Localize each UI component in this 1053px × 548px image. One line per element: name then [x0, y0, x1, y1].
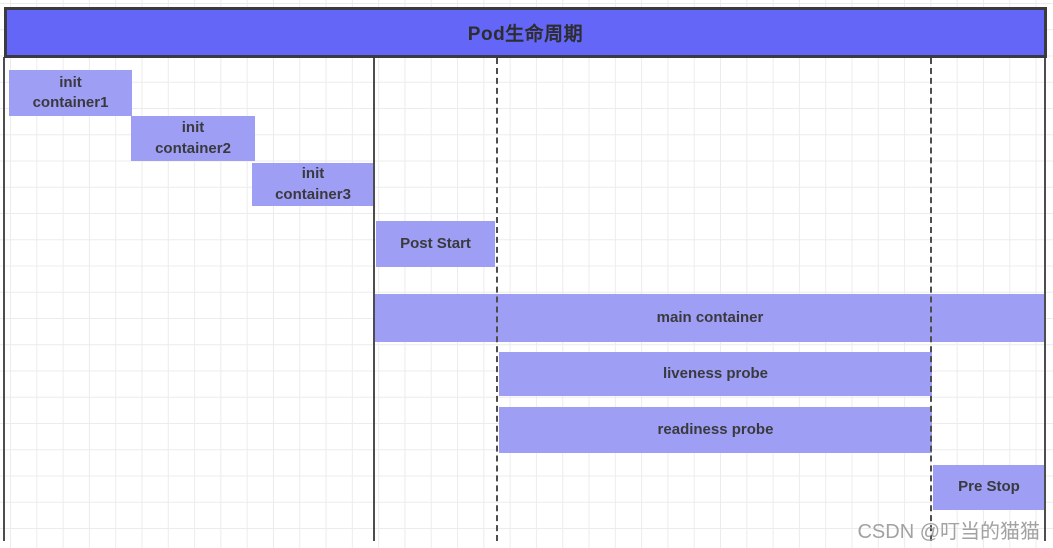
bar-readiness-probe: readiness probe: [499, 407, 932, 453]
bar-main-container: main container: [375, 294, 1045, 342]
right-axis-line: [1044, 57, 1046, 541]
bar-init-container2-label: init container2: [155, 119, 231, 157]
bar-main-container-label: main container: [656, 308, 764, 326]
probe-start-dashed-line: [496, 58, 498, 541]
csdn-watermark: CSDN @叮当的猫猫: [857, 521, 1040, 543]
container-start-line: [373, 58, 375, 541]
bar-readiness-probe-label: readiness probe: [657, 420, 774, 438]
bar-init-container3: init container3: [252, 163, 374, 206]
diagram-title-bar: Pod生命周期: [4, 7, 1047, 58]
bar-pre-stop: Pre Stop: [933, 465, 1045, 510]
bar-liveness-probe-label: liveness probe: [662, 364, 769, 382]
left-axis-line: [3, 57, 5, 541]
bar-liveness-probe: liveness probe: [499, 352, 932, 396]
bar-post-start-label: Post Start: [400, 234, 471, 252]
bar-init-container2: init container2: [131, 116, 255, 161]
bar-init-container1-label: init container1: [32, 73, 109, 111]
probe-end-dashed-line: [930, 58, 932, 541]
diagram-title: Pod生命周期: [467, 24, 584, 45]
bar-init-container3-label: init container3: [275, 165, 351, 203]
bar-init-container1: init container1: [9, 70, 132, 116]
bar-pre-stop-label: Pre Stop: [958, 478, 1020, 496]
bar-post-start: Post Start: [376, 221, 495, 267]
